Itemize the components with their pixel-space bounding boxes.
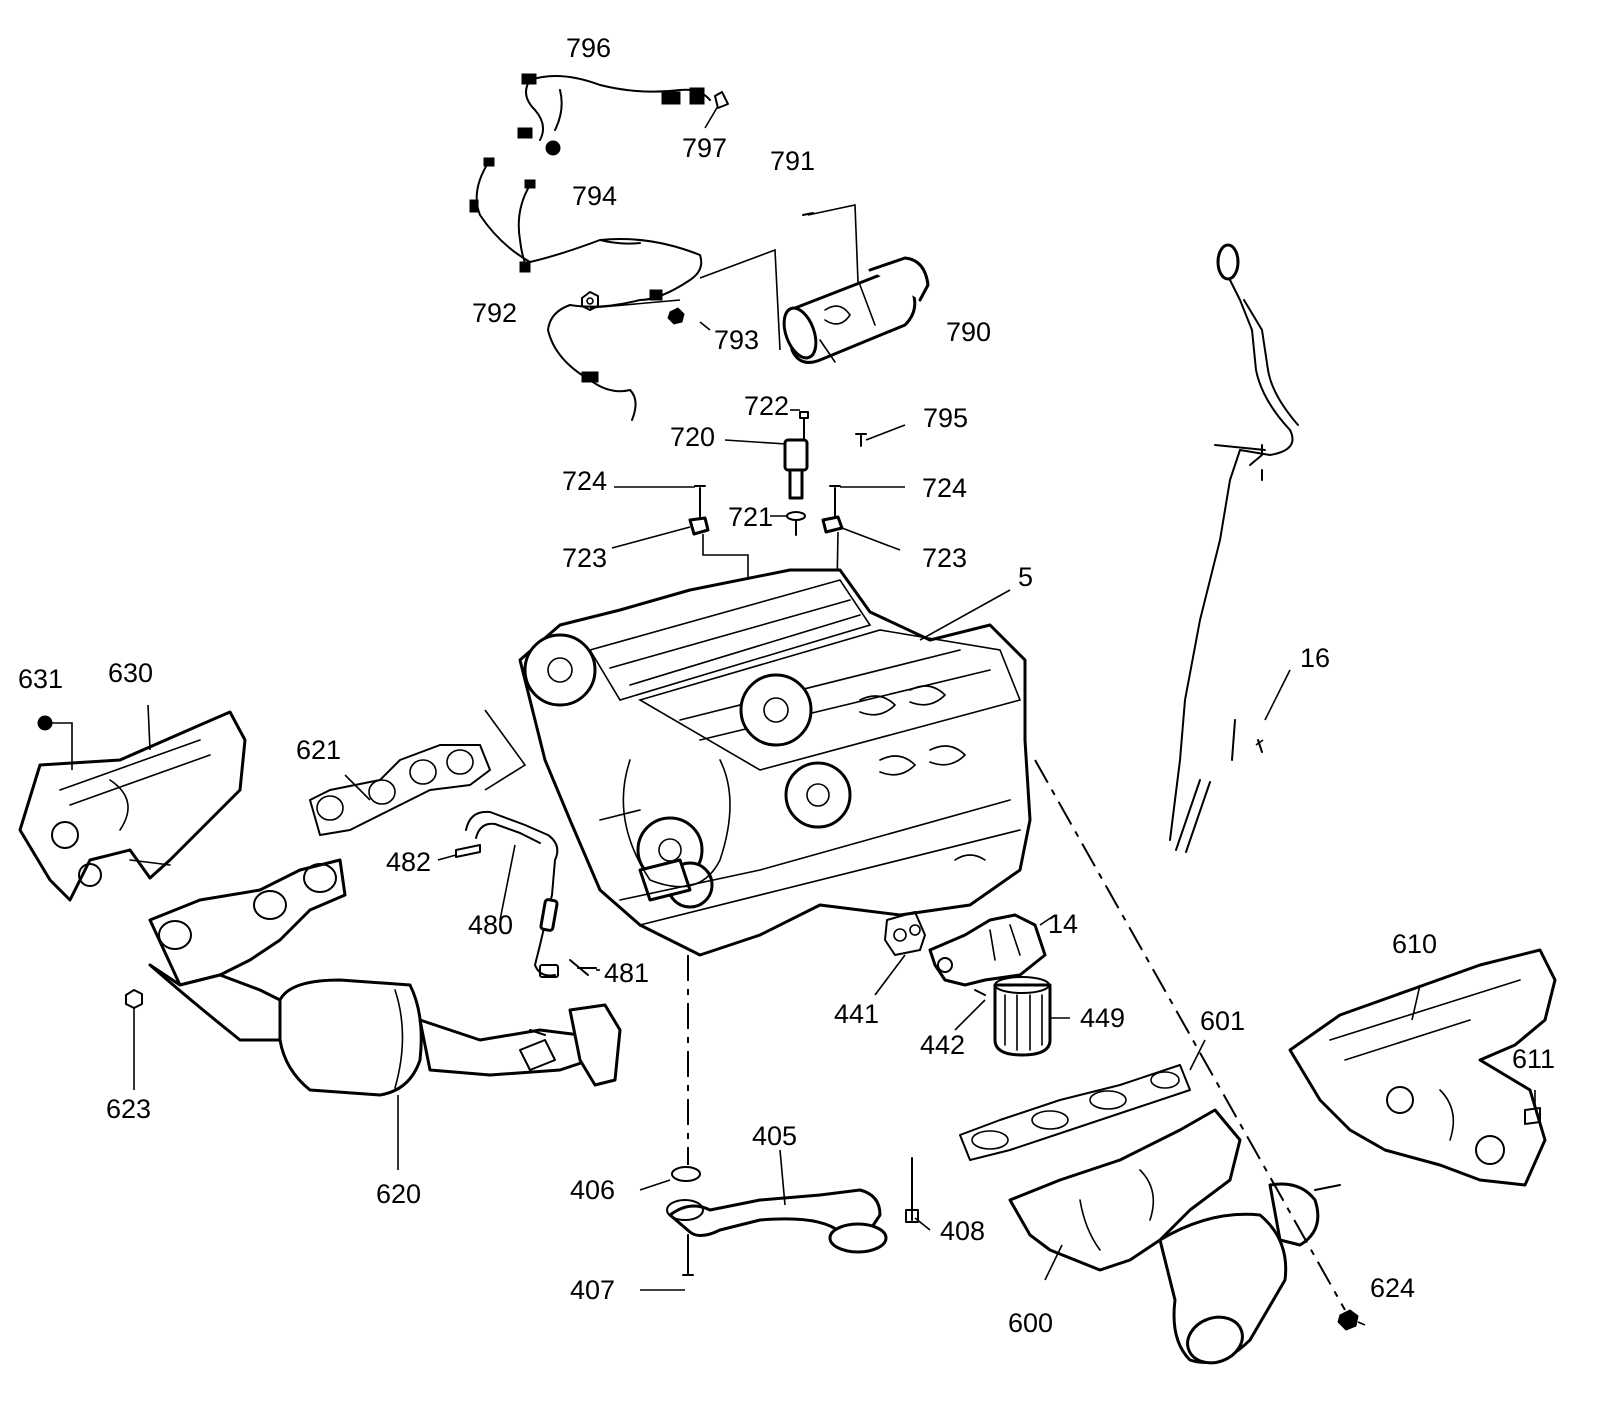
callout-721: 721	[728, 502, 773, 532]
callout-405: 405	[752, 1121, 797, 1151]
callout-796: 796	[566, 33, 611, 63]
leader-lines	[147, 299, 1536, 1326]
callout-631: 631	[18, 664, 63, 694]
callout-724-left: 724	[562, 466, 607, 496]
exhaust-heat-shield-left	[18, 710, 247, 902]
oil-dipstick-and-tube	[1169, 243, 1299, 853]
callout-408: 408	[940, 1216, 985, 1246]
bolt-795	[855, 433, 867, 447]
callout-480: 480	[468, 910, 513, 940]
callout-14: 14	[1048, 909, 1078, 939]
oil-filter-adapter-gasket	[874, 911, 926, 996]
callout-600: 600	[1008, 1308, 1053, 1338]
bolt-624	[1337, 1309, 1359, 1331]
callout-720: 720	[670, 422, 715, 452]
oil-filter	[993, 976, 1070, 1057]
callout-5: 5	[1018, 562, 1033, 592]
callout-621: 621	[296, 735, 341, 765]
wiring-harness-lower	[469, 157, 781, 421]
callout-610: 610	[1392, 929, 1437, 959]
callout-407: 407	[570, 1275, 615, 1305]
callout-623: 623	[106, 1094, 151, 1124]
callout-449: 449	[1080, 1003, 1125, 1033]
callout-795: 795	[923, 403, 968, 433]
oil-pump-pickup-tube	[666, 1157, 919, 1276]
callout-790: 790	[946, 317, 991, 347]
callout-722: 722	[744, 391, 789, 421]
callout-794: 794	[572, 181, 617, 211]
exhaust-heat-shield-right	[1288, 948, 1557, 1187]
callout-611: 611	[1512, 1044, 1555, 1074]
callout-723-right: 723	[922, 543, 967, 573]
exhaust-manifold-gasket-left	[309, 709, 527, 836]
exhaust-manifold-right-with-converter	[1008, 1108, 1341, 1365]
callout-16: 16	[1300, 643, 1330, 673]
callout-442: 442	[920, 1030, 965, 1060]
alignment-line-right-manifold	[1034, 759, 1346, 1311]
callout-406: 406	[570, 1175, 615, 1205]
nut-792	[581, 291, 599, 311]
callout-797: 797	[682, 133, 727, 163]
callout-630: 630	[108, 658, 153, 688]
exhaust-manifold-left-with-converter	[148, 858, 622, 1170]
callout-793: 793	[714, 325, 759, 355]
callout-601: 601	[1200, 1006, 1245, 1036]
callout-791: 791	[770, 146, 815, 176]
callout-723-left: 723	[562, 543, 607, 573]
exhaust-manifold-gasket-right	[959, 1064, 1191, 1161]
engine-block	[518, 568, 1032, 957]
nut-793	[667, 307, 685, 325]
callout-792: 792	[472, 298, 517, 328]
oxygen-sensor-and-bracket	[455, 810, 597, 978]
callout-624: 624	[1370, 1273, 1415, 1303]
wiring-harness-upper	[517, 73, 729, 156]
callout-724-right: 724	[922, 473, 967, 503]
oil-filter-adapter	[928, 913, 1056, 996]
nut-623	[125, 989, 143, 1090]
callout-620: 620	[376, 1179, 421, 1209]
callout-labels: 796 797 791 794 792 793 790 722 795 720 …	[18, 33, 1555, 1338]
starter-motor	[782, 204, 930, 364]
callout-482: 482	[386, 847, 431, 877]
callout-481: 481	[604, 958, 649, 988]
camshaft-position-sensor	[783, 411, 809, 536]
callout-441: 441	[834, 999, 879, 1029]
